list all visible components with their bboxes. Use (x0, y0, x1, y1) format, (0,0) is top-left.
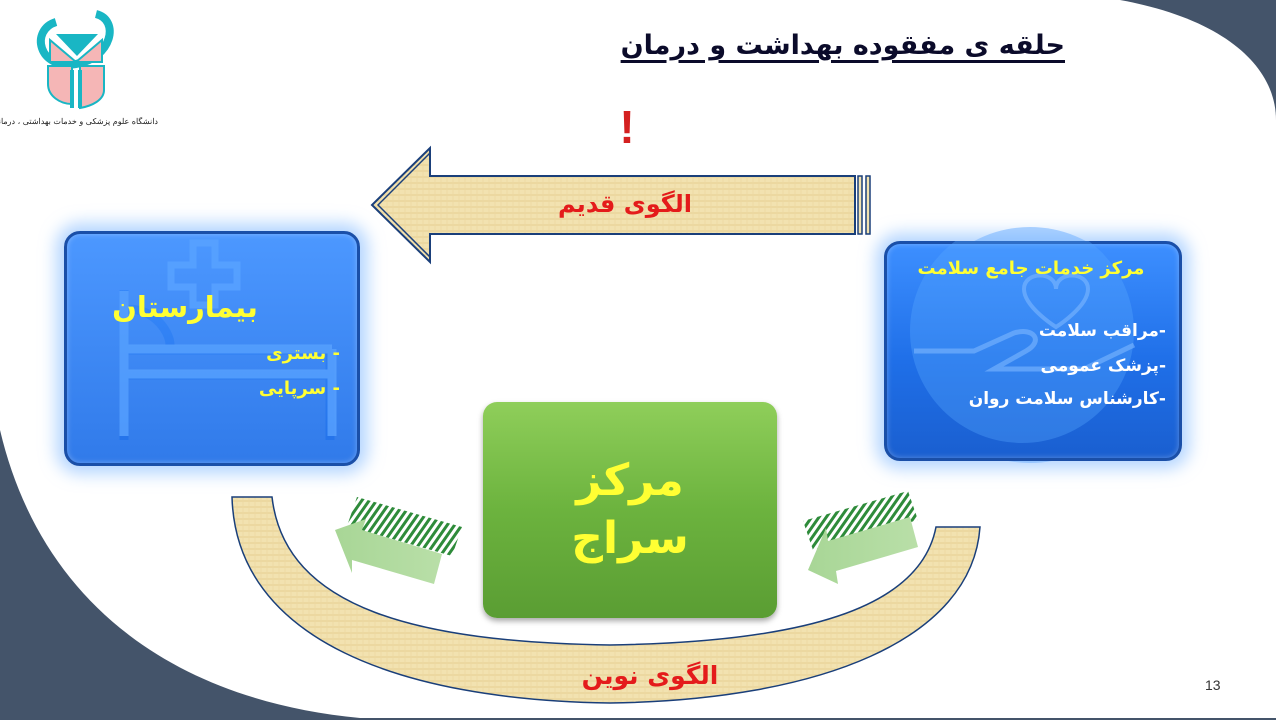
old-model-arrow (370, 145, 871, 265)
hospital-icon-overlay (119, 239, 337, 436)
right-green-arrow (803, 491, 918, 584)
hospital-item-inpatient: - بستری (266, 343, 340, 364)
old-model-label: الگوی قدیم (557, 190, 692, 218)
logo-caption: دانشگاه علوم پزشکی و خدمات بهداشتی ، درم… (0, 117, 158, 126)
health-center-item-general-physician: -پزشک عمومی (1040, 356, 1166, 376)
slide-title: حلقه ی مفقوده بهداشت و درمان (620, 30, 1065, 61)
saraj-center-label: مرکز سراج (484, 452, 776, 568)
health-center-title: مرکز خدمات جامع سلامت (917, 258, 1145, 279)
health-center-icon-overlay (910, 241, 1136, 443)
exclamation-mark: ! (619, 101, 635, 153)
university-logo (36, 10, 114, 110)
new-model-label: الگوی نوین (581, 661, 719, 690)
new-model-curved-arrow (231, 496, 981, 704)
hospital-item-outpatient: - سرپایی (258, 378, 340, 399)
saraj-line-1: مرکز (576, 455, 684, 506)
left-green-arrow (335, 497, 462, 584)
saraj-line-2: سراج (571, 513, 689, 564)
page-number: 13 (1205, 677, 1221, 693)
health-center-item-mental-health-expert: -کارشناس سلامت روان (968, 389, 1166, 409)
saraj-center-box (483, 402, 777, 618)
hospital-title: بیمارستان (112, 290, 258, 324)
health-center-item-health-caregiver: -مراقب سلامت (1038, 321, 1166, 341)
